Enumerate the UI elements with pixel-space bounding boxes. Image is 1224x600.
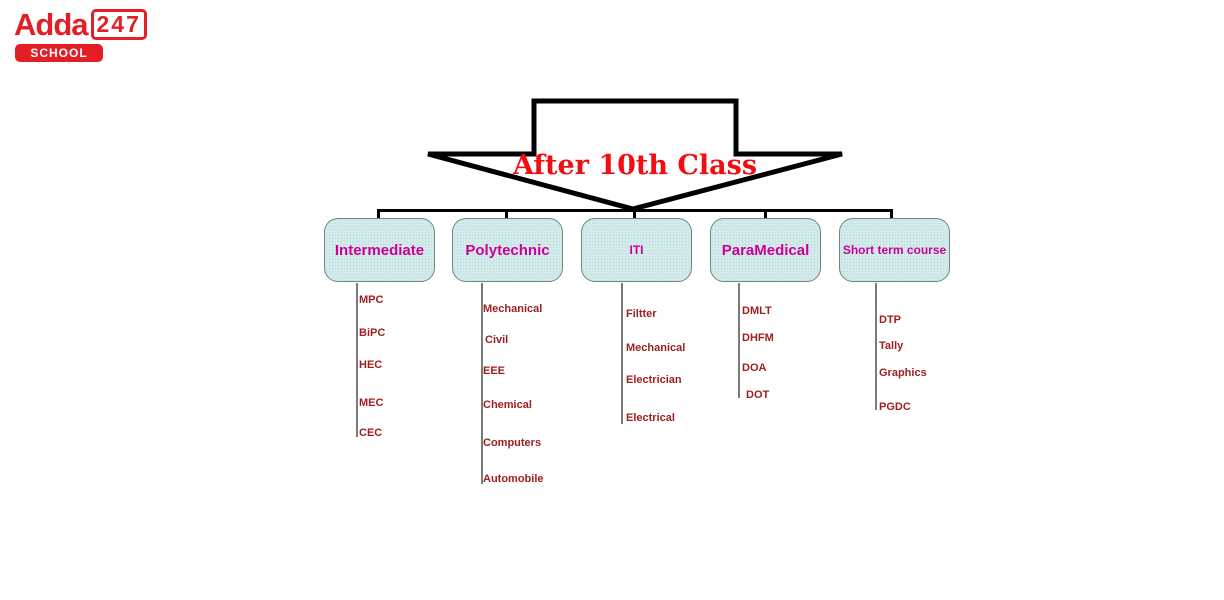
diagram-title: After 10th Class (512, 150, 758, 181)
stem-line-short-term-course (875, 283, 877, 410)
course-item: Computers (483, 437, 542, 449)
course-item: MEC (359, 397, 384, 409)
course-item: DOT (746, 389, 770, 401)
course-item: DHFM (742, 332, 774, 344)
course-item: CEC (359, 427, 383, 439)
course-item: Mechanical (483, 303, 543, 315)
course-item: PGDC (879, 401, 911, 413)
connector-tick (633, 209, 636, 220)
course-item: Civil (485, 334, 509, 346)
course-item: DTP (879, 314, 901, 326)
course-item: Filtter (626, 308, 657, 320)
connector-tick (505, 209, 508, 220)
course-item: Electrician (626, 374, 682, 386)
down-arrow-icon (427, 98, 843, 212)
stem-line-intermediate (356, 283, 358, 437)
course-item: Tally (879, 340, 904, 352)
category-box-polytechnic: Polytechnic (452, 218, 563, 282)
category-box-intermediate: Intermediate (324, 218, 435, 282)
logo-brand-text: Adda (14, 7, 88, 42)
course-item: BiPC (359, 327, 386, 339)
course-item: Mechanical (626, 342, 686, 354)
logo-number-badge: 247 (90, 9, 147, 40)
stem-line-polytechnic (481, 283, 483, 484)
course-item: HEC (359, 359, 383, 371)
course-item: DOA (742, 362, 767, 374)
connector-tick (890, 209, 893, 220)
course-item: Chemical (483, 399, 532, 411)
course-item: Electrical (626, 412, 675, 424)
course-item: DMLT (742, 305, 772, 317)
course-item: MPC (359, 294, 384, 306)
stem-line-iti (621, 283, 623, 424)
adda247-school-logo: Adda 247 SCHOOL (14, 9, 147, 62)
category-box-iti: ITI (581, 218, 692, 282)
logo-brand-row: Adda 247 (14, 9, 147, 40)
stem-line-paramedical (738, 283, 740, 398)
course-item: Graphics (879, 367, 927, 379)
course-item: Automobile (483, 473, 544, 485)
connector-tick (764, 209, 767, 220)
logo-school-banner: SCHOOL (15, 44, 103, 62)
category-box-paramedical: ParaMedical (710, 218, 821, 282)
connector-tick (377, 209, 380, 220)
category-box-short-term-course: Short term course (839, 218, 950, 282)
course-item: EEE (483, 365, 506, 377)
